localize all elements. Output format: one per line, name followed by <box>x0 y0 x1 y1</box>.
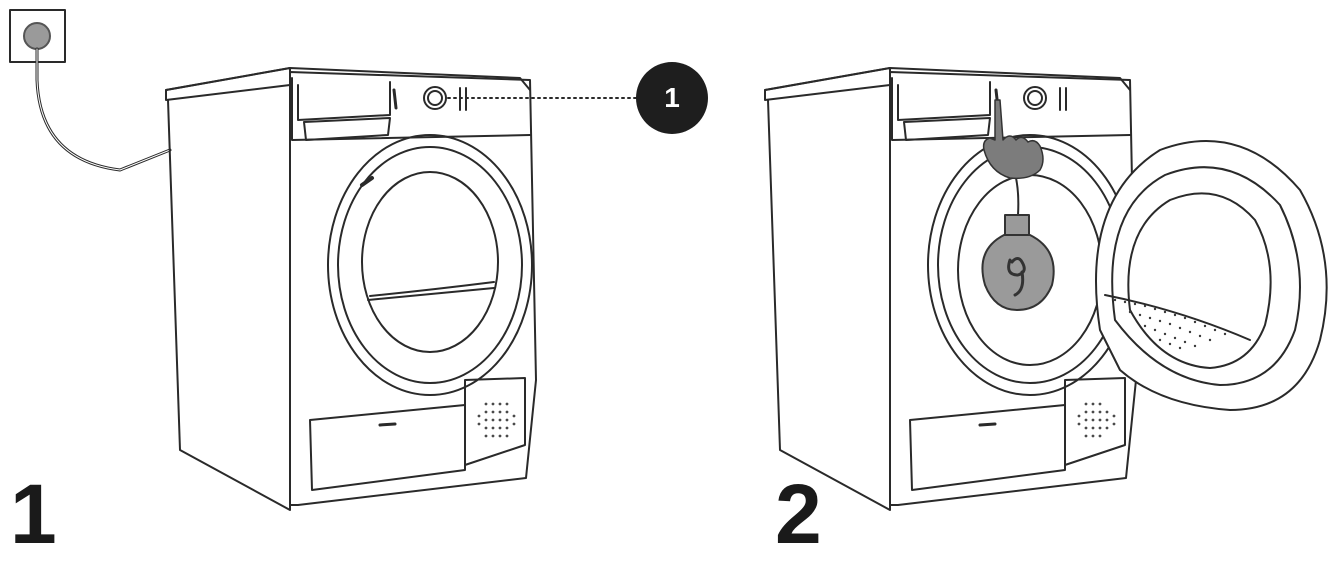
callout-badge: 1 <box>636 62 708 134</box>
open-door <box>1095 140 1328 411</box>
vent-grille <box>1077 402 1116 438</box>
light-bulb-icon <box>981 159 1055 311</box>
step-number-2: 2 <box>775 467 822 561</box>
power-socket-icon <box>9 9 172 172</box>
dryer-open <box>764 67 1137 511</box>
door-filter-mesh <box>1113 298 1227 350</box>
vent-grille <box>477 402 516 438</box>
pointing-hand-icon <box>982 99 1044 180</box>
dryer-closed <box>165 67 537 511</box>
step-number-1: 1 <box>10 467 57 561</box>
